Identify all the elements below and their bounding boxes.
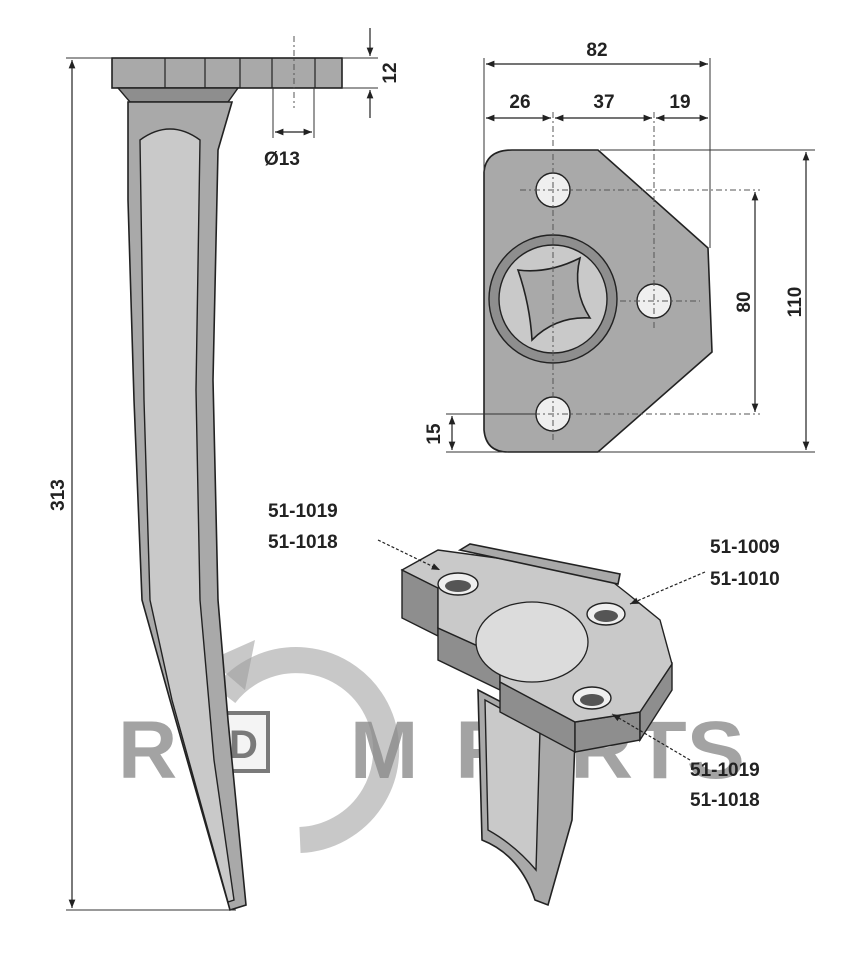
dim-hole-spacing-y: 80 [734,291,755,312]
iso-central-disc [475,601,589,683]
dim-total-width: 82 [586,40,607,61]
part-label-bottom-right-2: 51-1018 [690,790,760,811]
watermark-ring-arrow-icon [210,640,255,690]
part-label-bottom-right-1: 51-1019 [690,760,760,781]
watermark-logo-letter: D [229,723,258,767]
plate-top-view: 82 26 37 19 80 110 15 [424,40,815,453]
dim-length: 313 [48,479,69,511]
dim-bottom-offset: 15 [424,423,445,445]
trilobe-socket [516,256,592,342]
part-label-top-right-2: 51-1010 [710,569,780,590]
dim-offset-right: 19 [669,92,690,113]
part-label-top-left-1: 51-1019 [268,501,338,522]
part-labels: 51-1019 51-1018 51-1009 51-1010 51-1019 … [268,501,780,811]
tine-side-view: 313 12 Ø13 [48,28,401,912]
watermark-ring-icon [214,647,400,853]
part-label-top-left-2: 51-1018 [268,532,338,553]
dim-total-height: 110 [785,287,806,318]
mounting-plate [111,57,343,89]
dim-plate-thickness: 12 [380,62,401,83]
dim-offset-left: 26 [509,92,530,113]
watermark-letter-r: R [118,705,177,796]
watermark-letter-m: M [350,705,418,796]
part-label-top-right-1: 51-1009 [710,537,780,558]
dim-hole-diameter: Ø13 [264,149,300,170]
dim-hole-spacing-x: 37 [593,92,614,113]
isometric-view [377,539,706,907]
